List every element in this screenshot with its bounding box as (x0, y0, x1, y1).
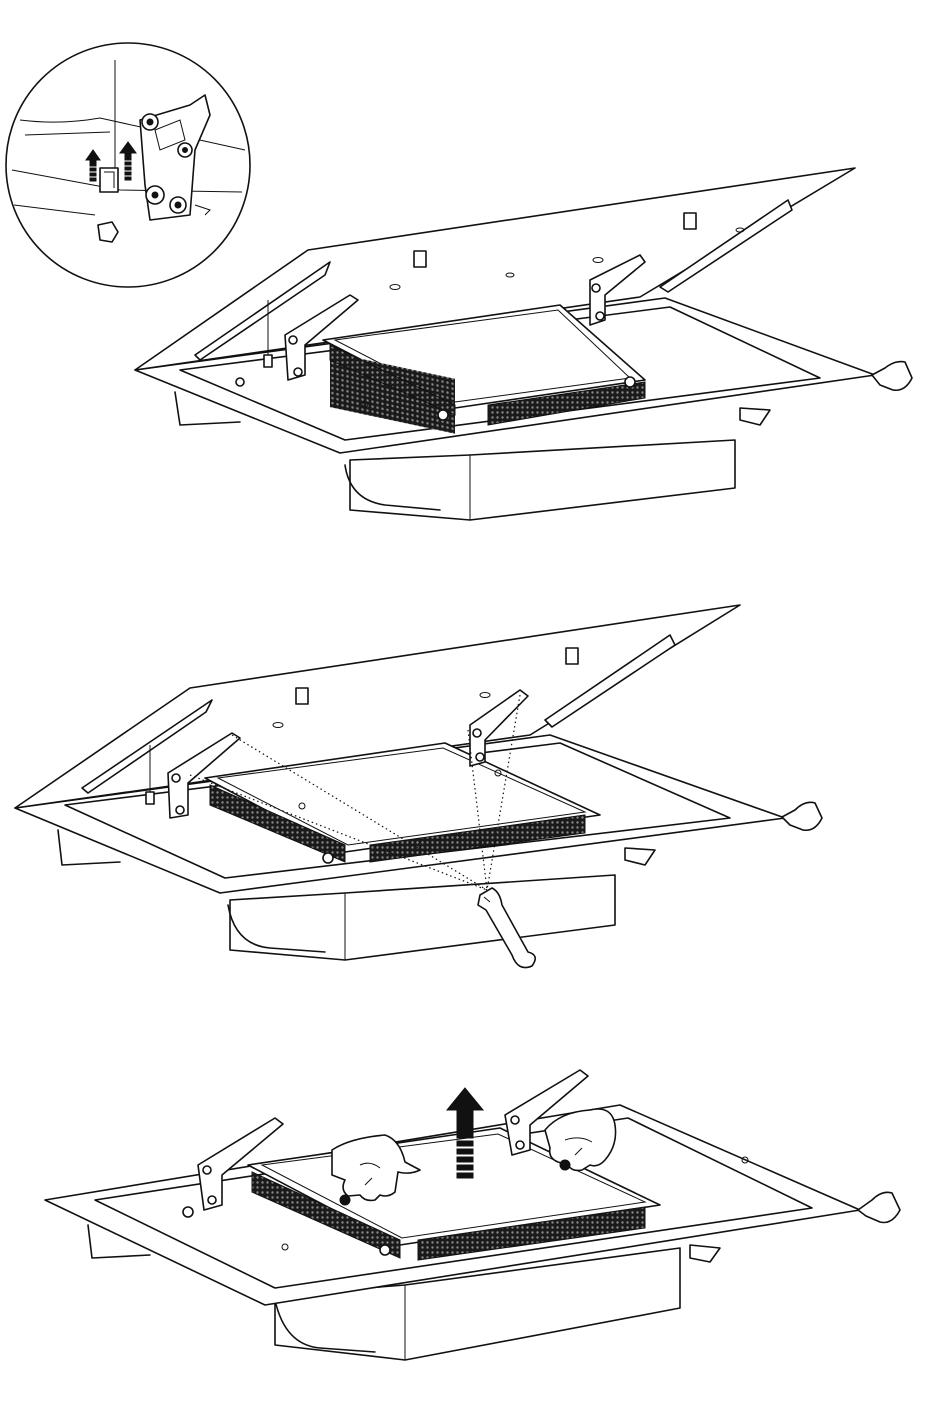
step-2-illustration (15, 605, 822, 968)
step-1-illustration (6, 43, 912, 520)
up-arrow-icon (120, 142, 136, 180)
detail-callout (6, 43, 250, 287)
up-arrow-icon (86, 150, 100, 181)
step-3-illustration (45, 1070, 900, 1360)
